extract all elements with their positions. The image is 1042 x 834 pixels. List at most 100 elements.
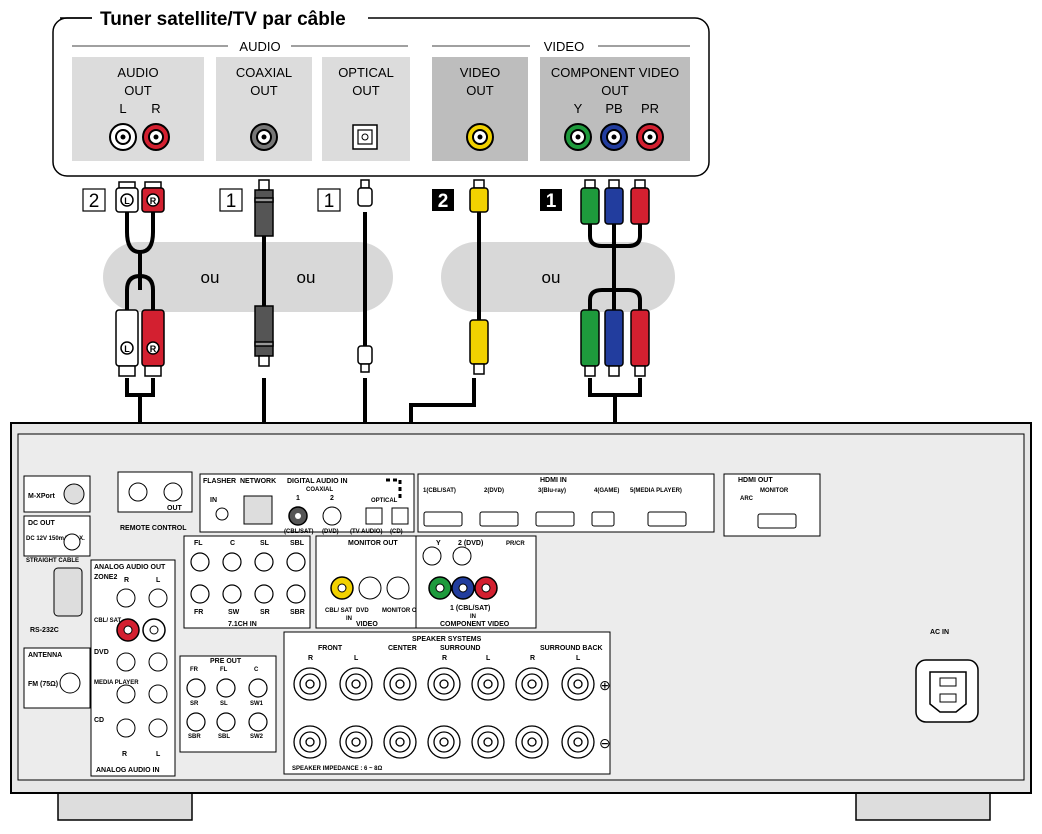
dc-out-label: DC OUT (28, 520, 56, 527)
digital-2-label: 2 (330, 495, 334, 502)
audio-right-plug-bottom (141, 309, 165, 377)
video-section-label: VIDEO (356, 621, 378, 628)
step-markers: 2 1 1 2 1 (82, 188, 562, 212)
optical-out-jack (352, 124, 378, 150)
audio-out-left-jack (109, 123, 137, 151)
optical-out-label-2: OUT (352, 83, 380, 98)
plug-r-label-bottom: R (150, 344, 157, 354)
optical-in-label: OPTICAL (371, 498, 398, 504)
ch-sbr: SBR (290, 609, 305, 616)
pre-c: C (254, 667, 259, 673)
ch-sw: SW (228, 609, 240, 616)
audio-left-plug-bottom (115, 309, 139, 377)
media-player-label: MEDIA PLAYER (94, 680, 139, 686)
video-in-label: IN (346, 616, 352, 622)
antenna-label: ANTENNA (28, 652, 62, 659)
optical-out-label: OPTICAL (338, 65, 394, 80)
hdmi-out-label: HDMI OUT (738, 477, 773, 484)
tuner-title: Tuner satellite/TV par câble (100, 9, 346, 30)
pre-sbl: SBL (218, 734, 230, 740)
ch-fr: FR (194, 609, 203, 616)
alternative-label-2: ou (297, 268, 316, 287)
coaxial-out-label: COAXIAL (236, 65, 292, 80)
video-plug-top (469, 179, 489, 213)
component-pr-plug-bottom (630, 309, 650, 377)
spk-front-r: R (308, 655, 313, 662)
video-monitor-out-label: MONITOR OUT (382, 608, 425, 614)
fm-label: FM (75Ω) (28, 681, 58, 688)
tv-audio-label: (TV AUDIO) (350, 529, 382, 535)
zone2-label: ZONE2 (94, 574, 117, 581)
video-group-label: VIDEO (544, 39, 584, 54)
audio-out-label-2: OUT (124, 83, 152, 98)
monitor-out-label: MONITOR OUT (348, 540, 398, 547)
spk-sb-r: R (530, 655, 535, 662)
component-y-plug-bottom (580, 309, 600, 377)
hdmi-port-2: 2(DVD) (484, 488, 504, 494)
hdmi-port-1: 1(CBL/SAT) (423, 488, 456, 494)
component-y-jack (564, 123, 592, 151)
step-marker-component: 1 (546, 191, 557, 212)
alternative-label-3: ou (542, 268, 561, 287)
ch-c: C (230, 540, 235, 547)
plug-r-label-top: R (150, 196, 157, 206)
audio-out-label: AUDIO (117, 65, 158, 80)
component-pr-plug-top (630, 179, 650, 225)
optical-plug-bottom (357, 345, 373, 373)
coaxial-out-jack (250, 123, 278, 151)
network-label: NETWORK (240, 478, 276, 485)
front-label: FRONT (318, 645, 343, 652)
spk-front-l: L (354, 655, 359, 662)
video-dvd-label: DVD (356, 608, 369, 614)
digital-1-label: 1 (296, 495, 300, 502)
spk-sur-r: R (442, 655, 447, 662)
analog-r-label: R (122, 751, 127, 758)
audio-left-plug-top (115, 181, 139, 213)
dc-spec-label: DC 12V 150mA MAX. (26, 536, 85, 542)
cable-plugs: L R L R (115, 179, 650, 377)
alternative-bands (103, 242, 675, 312)
tuner-device: Tuner satellite/TV par câble AUDIO VIDEO… (52, 6, 710, 177)
surround-label: SURROUND (440, 645, 480, 652)
ch-sl: SL (260, 540, 270, 547)
component-pb-plug-bottom (604, 309, 624, 377)
ch71-in-label: 7.1CH IN (228, 621, 257, 628)
analog-audio-out-label: ANALOG AUDIO OUT (94, 564, 166, 571)
ch-fl: FL (194, 540, 203, 547)
pre-out-label: PRE OUT (210, 658, 242, 665)
coaxial-plug-top (254, 179, 274, 237)
component-pb-plug-top (604, 179, 624, 225)
pre-fr: FR (190, 667, 199, 673)
plug-l-label-top: L (124, 196, 130, 206)
surround-back-label: SURROUND BACK (540, 645, 603, 652)
plus-icon: ⊕ (599, 677, 611, 693)
audio-out-right-jack (142, 123, 170, 151)
digital-audio-in-label: DIGITAL AUDIO IN (287, 478, 348, 485)
av-receiver: M-XPort DC OUT DC 12V 150mA MAX. STRAIGH… (10, 422, 1032, 821)
pre-sr: SR (190, 701, 199, 707)
spk-sb-l: L (576, 655, 581, 662)
coaxial-plug-bottom (254, 305, 274, 367)
component-y-plug-top (580, 179, 600, 225)
digital-cbl-sat-label: (CBL/SAT) (284, 529, 314, 535)
cd-audio-label: CD (94, 717, 104, 724)
comp-in-label: IN (470, 614, 476, 620)
optical-plug-top (357, 179, 373, 207)
step-marker-coaxial: 1 (226, 191, 237, 212)
analog-audio-in-label: ANALOG AUDIO IN (96, 767, 160, 774)
component-pb-label: PB (605, 101, 622, 116)
comp-cbl-sat-label: 1 (CBL/SAT) (450, 605, 490, 612)
comp-y-label: Y (436, 540, 441, 547)
pre-sw2: SW2 (250, 734, 264, 740)
video-out-jack (466, 123, 494, 151)
component-video-label: COMPONENT VIDEO (440, 621, 510, 628)
remote-out-label: OUT (167, 505, 183, 512)
audio-group-label: AUDIO (239, 39, 280, 54)
pre-fl: FL (220, 667, 228, 673)
video-cbl-sat-label: CBL/ SAT (325, 608, 353, 614)
hdmi-arc-label: ARC (740, 496, 754, 502)
zone2-r-label: R (124, 577, 129, 584)
cbl-sat-audio-label: CBL/ SAT (94, 618, 122, 624)
straight-cable-label: STRAIGHT CABLE (26, 558, 79, 564)
